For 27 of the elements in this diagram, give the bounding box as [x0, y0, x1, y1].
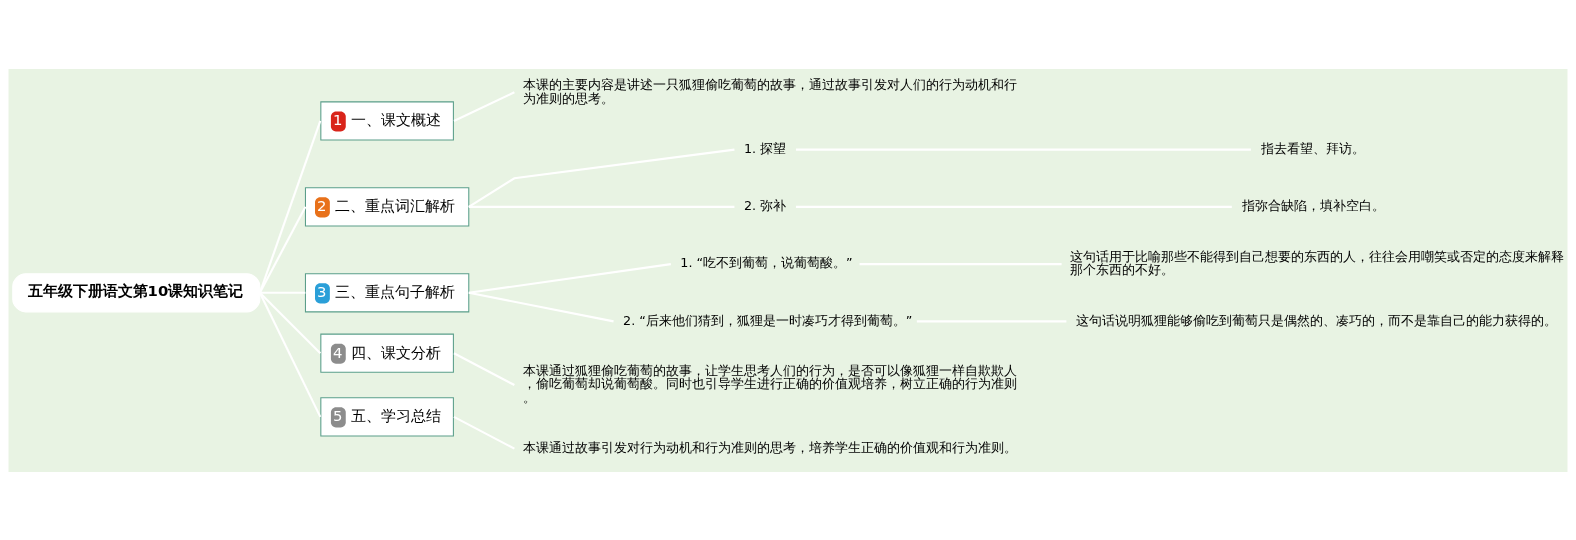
- node-text: 指弥合缺陷，填补空白。: [1241, 197, 1385, 213]
- node-text: 2. 弥补: [743, 197, 787, 213]
- connector: [468, 291, 614, 322]
- node-text: 1. “吃不到葡萄，说葡萄酸。”: [680, 254, 853, 270]
- node-box: 3 三、重点句子解析: [304, 272, 470, 312]
- node-box: 1 一、课文概述: [320, 100, 454, 141]
- connector: [468, 148, 735, 208]
- connector: [259, 291, 322, 354]
- node-text: 2. “后来他们猜到，狐狸是一时凑巧才得到葡萄。”: [623, 312, 913, 328]
- node-text: 本课通过故事引发对行为动机和行为准则的思考，培养学生正确的价值观和行为准则。: [522, 439, 1017, 455]
- connector: [258, 205, 307, 293]
- node-text: 这句话用于比喻那些不能得到自己想要的东西的人，往往会用嘲笑或否定的态度来解释那个东西的不好。: [1070, 248, 1565, 277]
- node-box: 4 四、课文分析: [320, 333, 454, 373]
- node-text: 指去看望、拜访。: [1260, 140, 1365, 156]
- connector: [468, 262, 671, 294]
- connector: [453, 90, 515, 122]
- node-text: 这句话说明狐狸能够偷吃到葡萄只是偶然的、凑巧的，而不是靠自己的能力获得的。: [1076, 312, 1558, 328]
- connector: [258, 120, 322, 293]
- node-box: 5 五、学习总结: [320, 396, 454, 436]
- connector: [453, 415, 515, 450]
- node-text: 本课的主要内容是讲述一只狐狸偷吃葡萄的故事，通过故事引发对人们的行为动机和行为准则的思考。: [522, 76, 1017, 106]
- node-box: 2 二、重点词汇解析: [304, 186, 470, 226]
- node-text: 1. 探望: [743, 140, 787, 156]
- connector: [453, 351, 515, 386]
- connector: [258, 291, 322, 417]
- node-box: 五年级下册语文第10课知识笔记: [12, 272, 261, 312]
- node-text: 本课通过狐狸偷吃葡萄的故事，让学生思考人们的行为，是否可以像狐狸一样自欺欺人，偷吃葡萄却说葡萄酸。同时也引导学生进行正确的价值观培养，树立正确的行为准则。: [522, 362, 1017, 405]
